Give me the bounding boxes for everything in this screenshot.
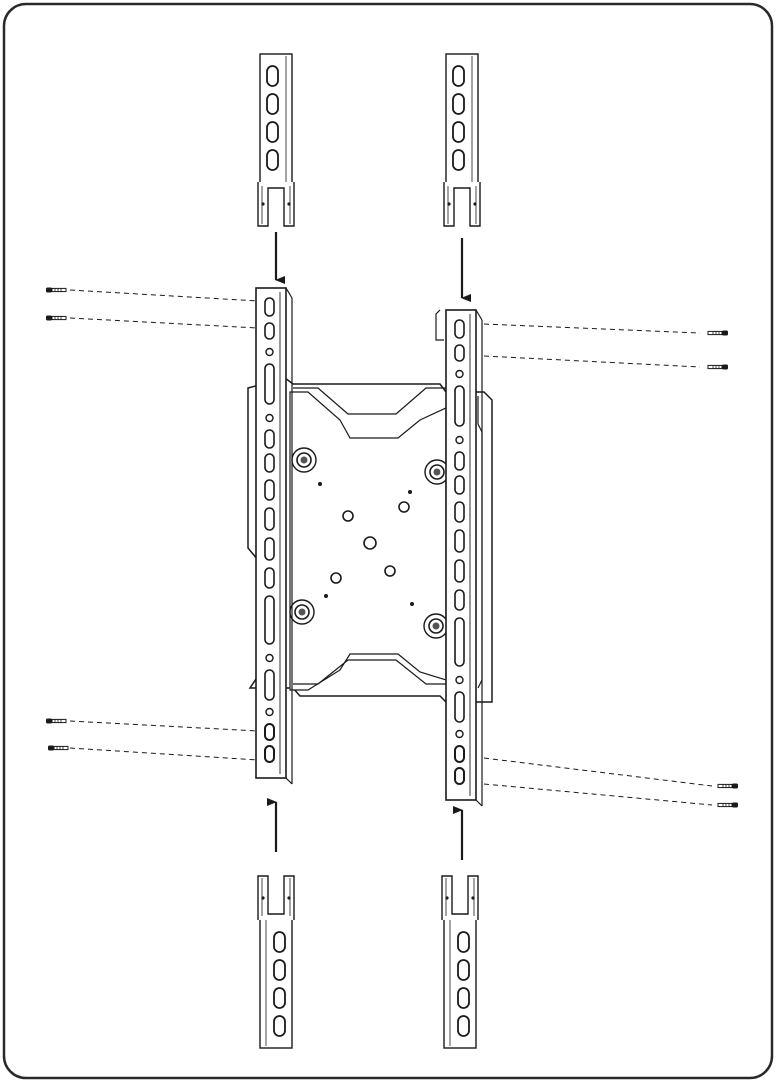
screw-right-bottom-2	[717, 802, 739, 808]
screw-right-bottom-1	[717, 783, 739, 789]
plate-holes	[289, 447, 450, 639]
vesa-boss-top-left	[291, 447, 317, 473]
screw-left-top-1	[45, 287, 67, 293]
screw-right-top-1	[707, 330, 729, 336]
vesa-boss-bottom-left	[289, 599, 315, 625]
screw-right-top-2	[707, 364, 729, 370]
screw-left-top-2	[45, 315, 67, 321]
screw-guides	[69, 289, 713, 806]
screw-left-bottom-1	[45, 718, 67, 724]
rail-left	[255, 287, 293, 785]
arrows	[267, 232, 471, 860]
rail-right	[435, 309, 483, 807]
vesa-boss-bottom-right	[423, 613, 449, 639]
screw-left-bottom-2	[47, 745, 69, 751]
